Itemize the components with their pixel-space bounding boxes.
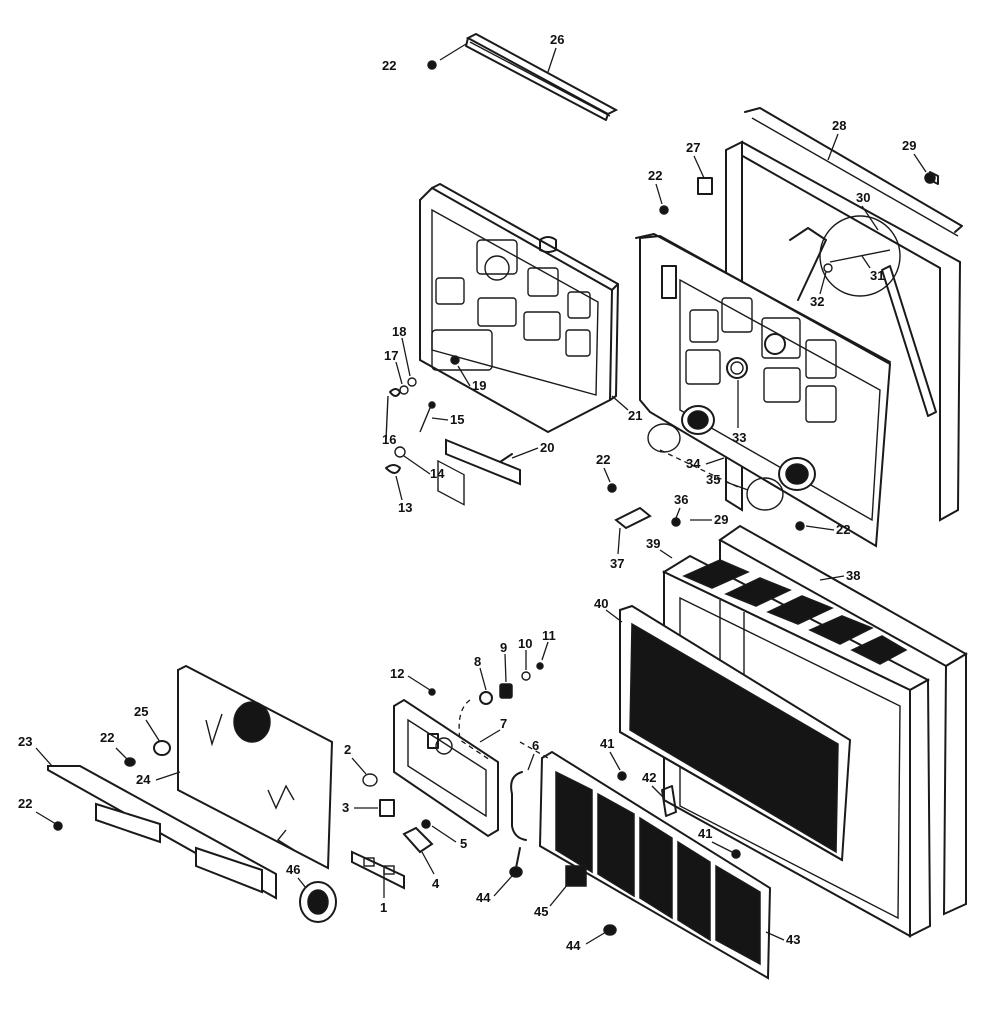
firebox-body — [635, 233, 892, 548]
callout-16: 16 — [382, 432, 396, 447]
callout-22b: 22 — [648, 168, 662, 183]
callout-46: 46 — [286, 862, 300, 877]
callout-7: 7 — [500, 716, 507, 731]
callout-41b: 41 — [698, 826, 712, 841]
callout-15: 15 — [450, 412, 464, 427]
callout-18: 18 — [392, 324, 406, 339]
callout-44b: 44 — [566, 938, 581, 953]
small-parts-13-20 — [385, 377, 521, 486]
callout-19: 19 — [472, 378, 486, 393]
callout-4: 4 — [432, 876, 440, 891]
callout-13: 13 — [398, 500, 412, 515]
callout-37: 37 — [610, 556, 624, 571]
callout-22c: 22 — [596, 452, 610, 467]
part-21-rear-panel — [419, 183, 619, 506]
callout-36: 36 — [674, 492, 688, 507]
callout-22e: 22 — [100, 730, 114, 745]
callout-40: 40 — [594, 596, 608, 611]
callout-26: 26 — [550, 32, 564, 47]
callout-24: 24 — [136, 772, 151, 787]
callout-32: 32 — [810, 294, 824, 309]
callout-1: 1 — [380, 900, 387, 915]
callout-30: 30 — [856, 190, 870, 205]
callout-14: 14 — [430, 466, 445, 481]
callout-11: 11 — [542, 628, 556, 643]
callout-12: 12 — [390, 666, 404, 681]
part-23-base-pan — [47, 765, 277, 900]
callout-29a: 29 — [902, 138, 916, 153]
callout-42: 42 — [642, 770, 656, 785]
callout-29b: 29 — [714, 512, 728, 527]
callout-2: 2 — [344, 742, 351, 757]
callout-23: 23 — [18, 734, 32, 749]
callout-35: 35 — [706, 472, 720, 487]
callout-8: 8 — [474, 654, 481, 669]
part-7-control-plate — [393, 698, 499, 838]
callout-44a: 44 — [476, 890, 491, 905]
callout-27: 27 — [686, 140, 700, 155]
callout-21: 21 — [628, 408, 642, 423]
callout-31: 31 — [870, 268, 884, 283]
callout-38: 38 — [846, 568, 860, 583]
callout-25: 25 — [134, 704, 148, 719]
callout-28: 28 — [832, 118, 846, 133]
callout-43: 43 — [786, 932, 800, 947]
callout-41a: 41 — [600, 736, 614, 751]
part-24-side-panel — [177, 664, 334, 870]
part-40-screen-panel — [619, 604, 852, 862]
callout-6: 6 — [532, 738, 539, 753]
part-26-top-bracket — [427, 32, 619, 121]
callout-labels: 1 2 3 4 5 6 7 8 9 10 11 12 13 14 15 16 1… — [18, 32, 927, 953]
callout-33: 33 — [732, 430, 746, 445]
callout-22f: 22 — [18, 796, 32, 811]
callout-17: 17 — [384, 348, 398, 363]
callout-10: 10 — [518, 636, 532, 651]
callout-9: 9 — [500, 640, 507, 655]
callout-20: 20 — [540, 440, 554, 455]
callout-45: 45 — [534, 904, 548, 919]
callout-34: 34 — [686, 456, 701, 471]
callout-5: 5 — [460, 836, 467, 851]
callout-22d: 22 — [836, 522, 850, 537]
callout-39: 39 — [646, 536, 660, 551]
callout-22a: 22 — [382, 58, 396, 73]
callout-3: 3 — [342, 800, 349, 815]
